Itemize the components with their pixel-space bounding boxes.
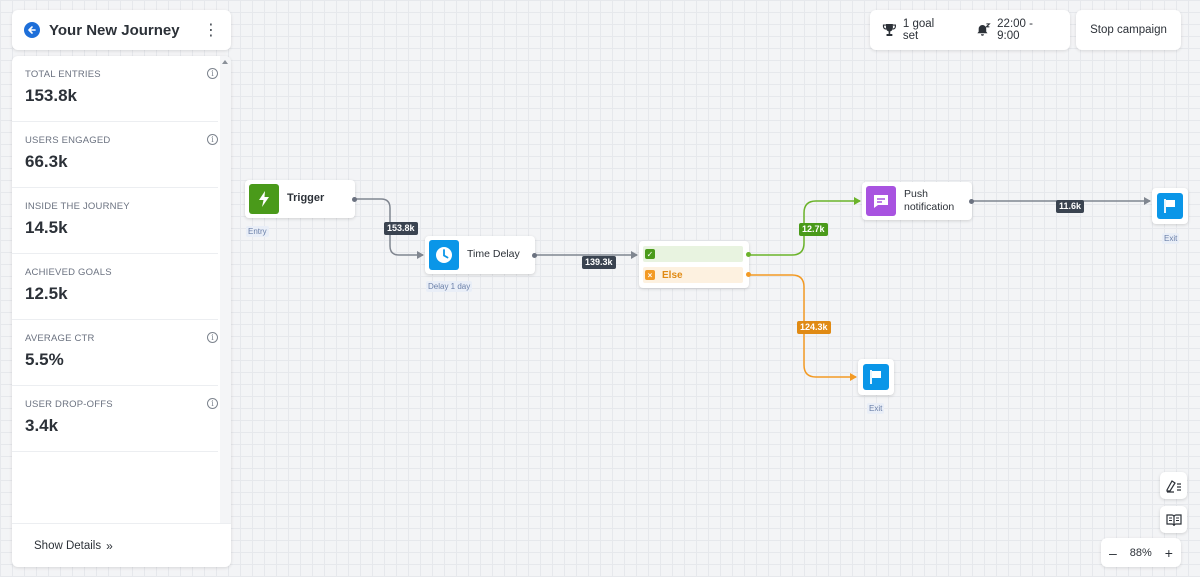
goals-label: 1 goal set (902, 18, 935, 42)
stat-value: 3.4k (25, 416, 59, 435)
trigger-node[interactable]: Trigger (245, 180, 357, 218)
lightning-icon (249, 184, 279, 214)
campaign-info-bar: 1 goal set 22:00 - 9:00 (870, 10, 1070, 50)
double-chevron-right-icon: » (106, 538, 113, 553)
annotate-tool-button[interactable] (1160, 472, 1187, 499)
stat-value: 14.5k (25, 218, 68, 237)
stat-label: USERS ENGAGED (25, 135, 111, 146)
stat-value: 66.3k (25, 152, 68, 171)
bell-sleep-icon (977, 23, 991, 36)
stats-scrollbar[interactable] (220, 56, 231, 523)
exit-node-bottom[interactable] (858, 359, 894, 395)
stat-achieved-goals: ACHIEVED GOALS 12.5k (12, 254, 218, 320)
time-delay-node[interactable]: Time Delay (425, 236, 537, 274)
stat-label: INSIDE THE JOURNEY (25, 201, 130, 212)
node-label-line: Push (904, 187, 928, 200)
back-arrow-icon[interactable] (24, 22, 40, 38)
node-sublabel: Exit (867, 403, 885, 414)
zoom-level: 88% (1129, 546, 1152, 559)
stat-users-engaged: USERS ENGAGED 66.3k i (12, 122, 218, 188)
stat-label: AVERAGE CTR (25, 333, 95, 344)
stop-campaign-button[interactable]: Stop campaign (1076, 10, 1181, 50)
clock-icon (429, 240, 459, 270)
node-label: Trigger (287, 192, 325, 205)
stat-label: USER DROP-OFFS (25, 399, 113, 410)
node-label: Push notification (904, 188, 954, 214)
output-port[interactable] (969, 198, 974, 204)
output-port[interactable] (352, 196, 357, 202)
node-sublabel: Delay 1 day (426, 281, 473, 292)
stat-inside-journey: INSIDE THE JOURNEY 14.5k (12, 188, 218, 254)
eraser-list-icon (1165, 479, 1181, 493)
check-icon: ✓ (645, 249, 655, 259)
edge-count-badge: 124.3k (797, 321, 831, 334)
node-sublabel: Entry (246, 226, 269, 237)
stat-value: 153.8k (25, 86, 77, 105)
stat-user-drop-offs: USER DROP-OFFS 3.4k i (12, 386, 218, 452)
zoom-control: – 88% + (1101, 538, 1181, 567)
info-icon[interactable]: i (207, 68, 218, 79)
stat-label: ACHIEVED GOALS (25, 267, 112, 278)
quiet-hours-label: 22:00 - 9:00 (997, 18, 1033, 42)
scroll-up-icon[interactable] (222, 60, 228, 64)
info-icon[interactable]: i (207, 332, 218, 343)
close-icon: × (645, 270, 655, 280)
node-label: Time Delay (467, 248, 520, 261)
journey-header: Your New Journey ⋮ (12, 10, 231, 50)
stat-value: 12.5k (25, 284, 68, 303)
zoom-in-button[interactable]: + (1164, 544, 1173, 561)
stats-panel: TOTAL ENTRIES 153.8k i USERS ENGAGED 66.… (12, 56, 231, 567)
node-sublabel: Exit (1162, 233, 1180, 244)
stat-average-ctr: AVERAGE CTR 5.5% i (12, 320, 218, 386)
else-output-port[interactable] (746, 272, 751, 277)
flag-icon (1157, 193, 1183, 219)
edge-count-badge: 11.6k (1056, 200, 1085, 213)
condition-split-node[interactable]: ✓ × Else (639, 241, 751, 288)
yes-output-port[interactable] (746, 252, 751, 257)
stat-total-entries: TOTAL ENTRIES 153.8k i (12, 56, 218, 122)
guide-book-button[interactable] (1160, 506, 1187, 533)
yes-branch[interactable]: ✓ (643, 246, 743, 262)
quiet-hours-indicator[interactable]: 22:00 - 9:00 (976, 18, 1058, 42)
output-port[interactable] (532, 252, 537, 258)
edge-count-badge: 12.7k (799, 223, 828, 236)
info-icon[interactable]: i (207, 134, 218, 145)
else-label: Else (662, 269, 683, 281)
message-icon (866, 186, 896, 216)
info-icon[interactable]: i (207, 398, 218, 409)
show-details-button[interactable]: Show Details » (12, 523, 231, 567)
show-details-label: Show Details (34, 539, 102, 552)
trophy-icon (882, 24, 896, 36)
exit-node-top[interactable] (1152, 188, 1188, 224)
stat-label: TOTAL ENTRIES (25, 69, 101, 80)
goals-indicator[interactable]: 1 goal set (882, 18, 952, 42)
journey-title: Your New Journey (49, 21, 180, 39)
flag-icon (863, 364, 889, 390)
more-options-icon[interactable]: ⋮ (203, 22, 219, 39)
edge-count-badge: 139.3k (582, 256, 616, 269)
node-label-line: notification (904, 201, 955, 213)
edge-count-badge: 153.8k (384, 222, 418, 235)
stat-value: 5.5% (25, 350, 64, 369)
push-notification-node[interactable]: Push notification (862, 182, 974, 220)
book-icon (1165, 513, 1182, 526)
else-branch[interactable]: × Else (643, 267, 743, 283)
zoom-out-button[interactable]: – (1109, 544, 1117, 561)
